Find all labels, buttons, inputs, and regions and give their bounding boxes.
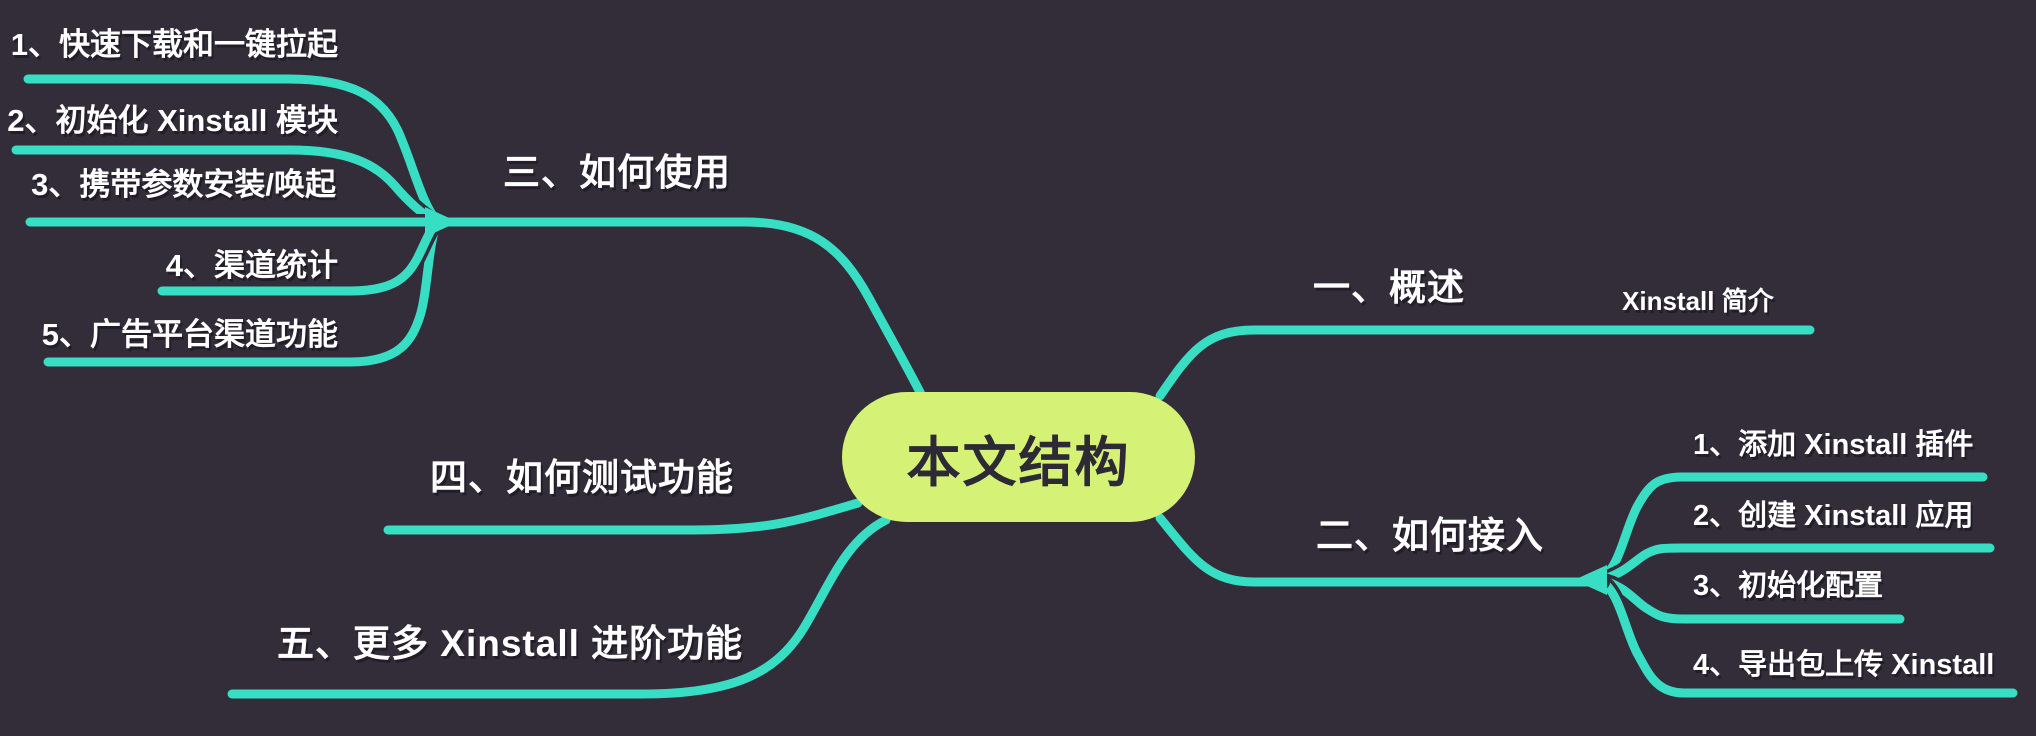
junction-beak-right	[1574, 565, 1607, 595]
edge-branch-five	[232, 520, 886, 694]
branch-integrate-label[interactable]: 二、如何接入	[1316, 515, 1544, 556]
topic-channel-stats[interactable]: 4、渠道统计	[165, 248, 338, 283]
topic-ad-platform-channel[interactable]: 5、广告平台渠道功能	[41, 317, 338, 352]
junction-beak-left	[425, 207, 458, 237]
edge-branch-one	[1160, 330, 1810, 396]
topic-add-plugin[interactable]: 1、添加 Xinstall 插件	[1693, 429, 1974, 461]
branch-overview-label[interactable]: 一、概述	[1313, 267, 1465, 308]
root-node-label[interactable]: 本文结构	[906, 432, 1131, 493]
topic-create-app[interactable]: 2、创建 Xinstall 应用	[1693, 500, 1974, 532]
branch-advanced-label[interactable]: 五、更多 Xinstall 进阶功能	[277, 623, 744, 664]
branch-testing-label[interactable]: 四、如何测试功能	[430, 457, 734, 498]
branch-usage-label[interactable]: 三、如何使用	[503, 152, 731, 193]
edge-branch-four	[388, 503, 858, 530]
topic-install-with-params[interactable]: 3、携带参数安装/唤起	[31, 167, 336, 202]
topic-fast-download[interactable]: 1、快速下载和一键拉起	[10, 27, 338, 62]
root-node-shape[interactable]	[842, 392, 1195, 522]
topic-init-module[interactable]: 2、初始化 Xinstall 模块	[7, 103, 338, 138]
topic-init-config[interactable]: 3、初始化配置	[1693, 570, 1884, 602]
topic-export-upload[interactable]: 4、导出包上传 Xinstall	[1693, 649, 1995, 681]
topic-xinstall-intro[interactable]: Xinstall 简介	[1622, 286, 1774, 316]
